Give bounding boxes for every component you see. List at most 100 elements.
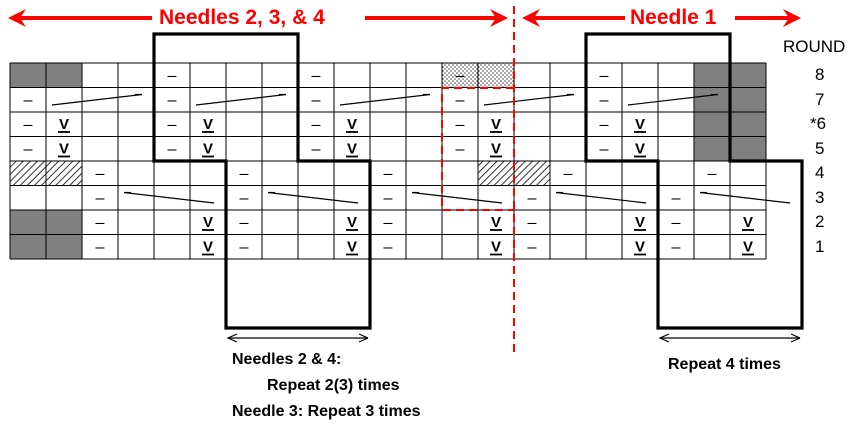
chart-cell <box>118 161 154 186</box>
chart-cell <box>406 161 442 186</box>
chart-cell <box>550 185 586 210</box>
chart-cell <box>406 185 442 210</box>
no-stitch-cell <box>46 234 82 259</box>
round-label: *6 <box>810 114 827 133</box>
chart-cell <box>730 161 766 186</box>
chart-cell <box>298 63 334 88</box>
chart-cell <box>550 136 586 161</box>
chart-cell <box>658 63 694 88</box>
chart-cell <box>262 234 298 259</box>
repeat-span-arrow-needles-head-right <box>358 333 369 343</box>
purl-symbol: – <box>24 116 33 133</box>
chart-cell <box>478 185 514 210</box>
chart-cell <box>550 87 586 112</box>
purl-symbol: – <box>96 214 105 231</box>
chart-cell <box>694 185 730 210</box>
no-stitch-cell <box>730 136 766 161</box>
header-arrows <box>8 9 801 27</box>
slip-symbol: V <box>743 214 753 231</box>
chart-cell <box>550 112 586 137</box>
round-label: 5 <box>815 138 825 158</box>
chart-cell <box>694 234 730 259</box>
purl-symbol: – <box>564 165 573 182</box>
left-decrease-line <box>339 93 431 106</box>
chart-cell <box>658 210 694 235</box>
chart-cell <box>622 161 658 186</box>
purl-symbol: – <box>168 92 177 109</box>
chart-cell <box>190 161 226 186</box>
chart-cell <box>262 185 298 210</box>
left-decrease-line <box>483 93 575 106</box>
slip-symbol: V <box>59 141 69 158</box>
purl-symbol: – <box>672 190 681 207</box>
chart-cell <box>694 210 730 235</box>
chart-cell <box>226 161 262 186</box>
round-label: 4 <box>815 163 825 182</box>
chart-cell <box>514 136 550 161</box>
chart-cell <box>370 234 406 259</box>
chart-cell <box>586 87 622 112</box>
chart-cell <box>334 63 370 88</box>
chart-cell <box>298 87 334 112</box>
purl-symbol: – <box>384 239 393 256</box>
chart-cell <box>154 210 190 235</box>
no-stitch-cell <box>694 63 730 88</box>
slip-symbol: V <box>491 116 501 133</box>
dotted-cell <box>478 63 514 88</box>
no-stitch-cell <box>730 87 766 112</box>
chart-cell <box>370 136 406 161</box>
right-decrease-line <box>123 191 215 204</box>
chart-cell <box>226 210 262 235</box>
chart-cell <box>10 112 46 137</box>
chart-cell <box>82 210 118 235</box>
chart-cell <box>442 136 478 161</box>
chart-cell <box>190 63 226 88</box>
purl-symbol: – <box>456 116 465 133</box>
purl-symbol: – <box>168 116 177 133</box>
purl-symbol: – <box>168 67 177 84</box>
purl-symbol: – <box>168 141 177 158</box>
round-label: 2 <box>815 212 825 231</box>
purl-symbol: – <box>528 190 537 207</box>
chart-cell <box>226 136 262 161</box>
chart-outlines <box>152 6 804 355</box>
purl-symbol: – <box>672 214 681 231</box>
slip-symbol: V <box>347 214 357 231</box>
slip-symbol: V <box>347 116 357 133</box>
chart-cell <box>262 87 298 112</box>
left-decrease-line <box>51 93 143 106</box>
chart-cell <box>118 185 154 210</box>
purl-symbol: – <box>312 141 321 158</box>
repeat-span-arrow-needle-1-head-right <box>790 333 801 343</box>
no-stitch-cell <box>46 210 82 235</box>
round-label: 7 <box>815 89 825 109</box>
no-stitch-cell <box>694 87 730 112</box>
chart-cell <box>118 87 154 112</box>
round-label: 1 <box>815 236 825 256</box>
right-decrease-line <box>411 191 503 204</box>
no-stitch-cell <box>10 63 46 88</box>
chart-cell <box>262 161 298 186</box>
chart-cell <box>514 234 550 259</box>
needle-3-note: Needle 3: Repeat 3 times <box>232 403 421 420</box>
purl-symbol: – <box>600 92 609 109</box>
chart-cell <box>550 210 586 235</box>
chart-cell <box>154 234 190 259</box>
needles-2-4-note-line2: Repeat 2(3) times <box>267 377 400 394</box>
chart-cell <box>550 234 586 259</box>
chart-cell <box>514 185 550 210</box>
chart-cell <box>550 63 586 88</box>
chart-cells <box>10 63 766 259</box>
purl-symbol: – <box>96 190 105 207</box>
chart-cell <box>262 63 298 88</box>
round-label: 8 <box>815 65 825 84</box>
purl-symbol: – <box>456 92 465 109</box>
chart-cell <box>658 112 694 137</box>
right-decrease-line <box>267 191 359 204</box>
chart-cell <box>334 87 370 112</box>
slip-symbol: V <box>203 141 213 158</box>
purl-symbol: – <box>708 165 717 182</box>
chart-cell <box>334 161 370 186</box>
chart-cell <box>298 136 334 161</box>
